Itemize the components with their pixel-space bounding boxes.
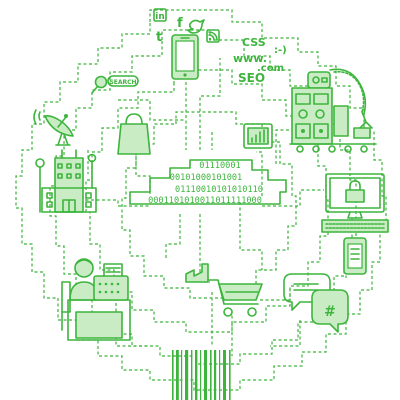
smartphone-icon	[171, 34, 199, 80]
com-term: .com	[257, 63, 284, 74]
web-terms: CSS :-) www. .com SEO	[233, 36, 287, 85]
bird-icon	[187, 19, 205, 34]
rss-icon	[206, 29, 220, 43]
shopping-cart-icon	[207, 279, 263, 317]
binary-line-3: 01110010101010110	[175, 185, 263, 195]
keyboard-icon	[321, 219, 389, 233]
binary-line-2: 00101000101001	[170, 173, 242, 183]
office-building-icon	[35, 149, 97, 213]
seo-term: SEO	[238, 71, 265, 85]
cash-register-icon	[93, 263, 129, 301]
mini-factory-icon	[185, 263, 209, 283]
css-term: CSS	[242, 36, 266, 49]
chat-bubbles-icon: #	[283, 273, 349, 333]
twitter-icon: t	[156, 30, 162, 45]
tablet-chart-icon	[243, 123, 273, 149]
office-worker-icon	[61, 258, 131, 341]
smiley-term: :-)	[274, 45, 287, 56]
hashtag-icon: #	[324, 304, 336, 320]
linkedin-icon: in	[153, 8, 167, 22]
binary-code-block: 01110001 00101000101001 0111001010101011…	[129, 159, 287, 206]
lock-icon	[345, 180, 365, 203]
robot-factory-icon	[289, 68, 377, 153]
search-bar: SEARCH	[91, 75, 139, 94]
binary-line-1: 01110001	[199, 161, 240, 171]
shopping-bag-icon	[117, 113, 151, 155]
facebook-icon: f	[177, 16, 183, 31]
www-term: www.	[233, 52, 267, 65]
mobile-phone-icon	[343, 237, 367, 275]
desktop-computer-icon	[321, 173, 389, 233]
barcode-icon	[172, 350, 231, 400]
satellite-dish-icon	[33, 109, 74, 146]
search-label: SEARCH	[109, 79, 136, 86]
binary-line-4: 0001101010011011111000	[148, 196, 262, 206]
linkedin-label: in	[155, 12, 165, 22]
